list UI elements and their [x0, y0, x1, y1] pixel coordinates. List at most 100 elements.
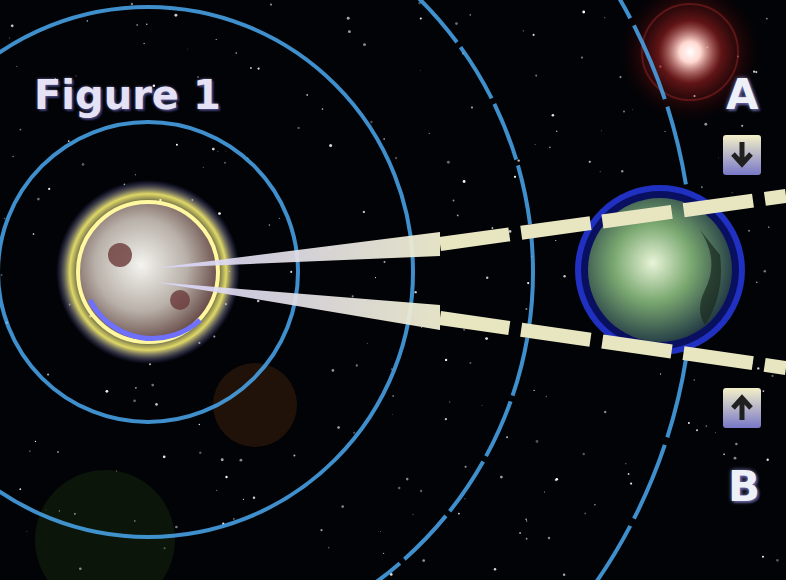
- star: [135, 387, 137, 389]
- star: [422, 559, 425, 562]
- star: [16, 66, 17, 67]
- star: [146, 24, 147, 25]
- star: [347, 17, 350, 20]
- star: [375, 277, 376, 278]
- star: [420, 17, 422, 19]
- star: [383, 138, 385, 140]
- star: [469, 362, 471, 364]
- star: [257, 300, 260, 303]
- star: [458, 513, 460, 515]
- star: [9, 37, 11, 39]
- star: [131, 3, 133, 5]
- star: [445, 418, 447, 420]
- star: [563, 275, 565, 277]
- star: [449, 401, 451, 403]
- star: [199, 452, 201, 454]
- beam-b-dashes: [440, 318, 786, 368]
- star: [225, 476, 227, 478]
- star: [660, 373, 661, 374]
- star: [143, 43, 144, 44]
- star: [243, 499, 244, 500]
- star: [370, 121, 372, 123]
- star: [623, 110, 625, 112]
- star: [514, 176, 516, 178]
- star: [421, 327, 422, 328]
- star: [519, 532, 521, 534]
- star: [594, 504, 596, 506]
- star: [526, 520, 527, 521]
- star: [290, 271, 292, 273]
- star: [625, 463, 626, 464]
- star: [604, 17, 605, 18]
- star: [216, 490, 217, 491]
- star: [322, 108, 324, 110]
- star: [332, 369, 335, 372]
- star: [463, 329, 465, 331]
- star: [4, 218, 6, 220]
- star: [447, 161, 450, 164]
- star: [293, 455, 295, 457]
- star: [601, 130, 602, 131]
- star: [525, 519, 526, 520]
- star: [582, 11, 585, 14]
- star: [735, 443, 738, 446]
- star: [748, 230, 750, 232]
- star: [509, 230, 512, 233]
- star: [776, 559, 779, 562]
- star: [217, 151, 218, 152]
- star: [525, 308, 527, 310]
- star: [1, 274, 3, 276]
- star: [630, 483, 632, 485]
- star: [734, 457, 737, 460]
- star: [664, 131, 665, 132]
- star: [766, 18, 768, 20]
- star: [768, 226, 769, 227]
- star: [221, 458, 224, 461]
- star: [257, 67, 259, 69]
- moon-glow: [56, 180, 240, 364]
- star: [337, 426, 340, 429]
- beam-label: A: [726, 70, 759, 119]
- star: [756, 281, 758, 283]
- star: [526, 538, 528, 540]
- star: [544, 492, 545, 493]
- star: [589, 161, 591, 163]
- star: [406, 478, 409, 481]
- star: [731, 192, 733, 194]
- star: [19, 488, 21, 490]
- star: [445, 359, 447, 361]
- star: [136, 24, 138, 26]
- star: [269, 224, 271, 226]
- star: [718, 157, 720, 159]
- beam-label: B: [728, 462, 760, 511]
- star: [384, 261, 386, 263]
- star: [463, 180, 466, 183]
- star: [155, 403, 158, 406]
- star: [762, 556, 764, 558]
- star: [320, 529, 322, 531]
- star: [356, 364, 358, 366]
- star: [705, 425, 707, 427]
- star: [470, 14, 472, 16]
- star: [600, 171, 601, 172]
- star: [555, 240, 556, 241]
- earth-landmass: [700, 230, 721, 325]
- star: [767, 459, 769, 461]
- star: [701, 186, 703, 188]
- star: [203, 167, 204, 168]
- star: [253, 497, 256, 500]
- star: [353, 432, 355, 434]
- star: [176, 144, 178, 146]
- star: [26, 531, 28, 533]
- star: [270, 4, 272, 6]
- star: [57, 451, 59, 453]
- star: [494, 568, 497, 571]
- star: [619, 76, 621, 78]
- star: [556, 130, 557, 131]
- star: [628, 473, 630, 475]
- star: [35, 441, 36, 442]
- star: [757, 367, 759, 369]
- sun-glow: [620, 0, 760, 122]
- down-arrow-icon: [723, 135, 761, 175]
